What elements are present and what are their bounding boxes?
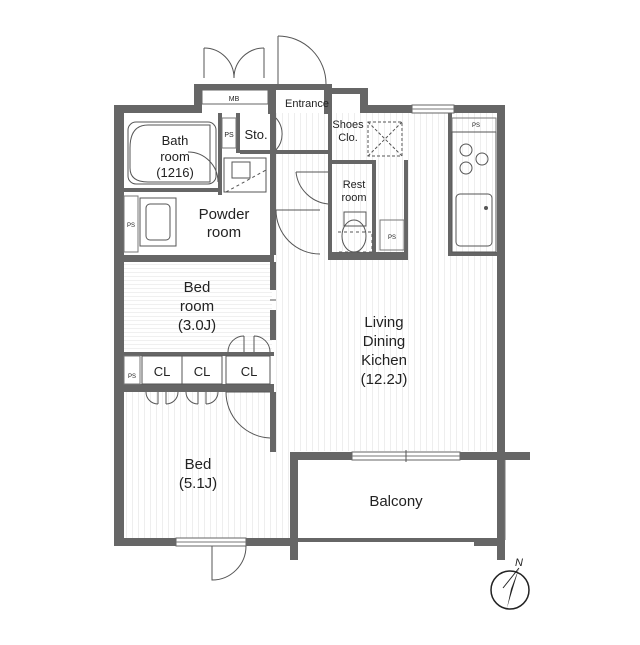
- storage-door: [275, 117, 283, 151]
- label-bed1: Bed: [184, 279, 211, 296]
- bedroom-1-floor: [124, 262, 272, 352]
- closets: [123, 355, 271, 405]
- label-closet-1: CL: [154, 364, 171, 379]
- label-closet-2: CL: [194, 364, 211, 379]
- label-ps-powder: PS: [127, 223, 135, 229]
- meter-box: [201, 89, 269, 105]
- label-ps-rest: PS: [388, 235, 396, 241]
- label-storage: Sto.: [244, 127, 267, 142]
- label-ldk-size: (12.2J): [361, 371, 408, 388]
- label-ps-closet: PS: [128, 374, 136, 380]
- label-bed1-room: room: [180, 298, 214, 315]
- label-ps-kitchen: PS: [472, 123, 480, 129]
- north-arrow-icon: N: [490, 557, 530, 610]
- label-dining: Dining: [363, 333, 406, 350]
- shoes-box: [367, 121, 403, 157]
- bedroom2-window-door: [211, 545, 247, 581]
- label-balcony: Balcony: [369, 493, 423, 510]
- label-rest: Rest: [343, 179, 366, 191]
- label-bath-size: (1216): [156, 165, 194, 180]
- bedroom2-door: [225, 391, 271, 439]
- washbasin: [139, 197, 177, 247]
- label-closet-3: CL: [241, 364, 258, 379]
- interior-walls: [124, 90, 497, 452]
- label-ps-bath: PS: [224, 132, 234, 139]
- label-bed1-size: (3.0J): [178, 317, 216, 334]
- kitchen-counter: [451, 117, 497, 253]
- bedroom1-closet-doors: [227, 335, 271, 353]
- label-entrance: Entrance: [285, 98, 329, 110]
- label-mb: MB: [229, 96, 240, 103]
- ps-bath: [221, 117, 237, 149]
- entrance-doors: [201, 35, 327, 105]
- label-kitchen: Kichen: [361, 352, 407, 369]
- toilet: [338, 211, 373, 253]
- label-rest-room: room: [341, 192, 366, 204]
- label-bath: Bath: [162, 133, 189, 148]
- label-north: N: [515, 557, 523, 569]
- powder-door: [275, 209, 321, 255]
- ldk-floor: [276, 113, 498, 451]
- label-shoes: Shoes: [332, 119, 364, 131]
- bedroom-2-floor: [124, 392, 290, 538]
- label-bath-room: room: [160, 149, 190, 164]
- washing-machine: [223, 157, 267, 193]
- label-powder-room: room: [207, 224, 241, 241]
- label-living: Living: [364, 314, 403, 331]
- label-bed2-size: (5.1J): [179, 475, 217, 492]
- label-shoes-clo: Clo.: [338, 132, 358, 144]
- ps-restroom: [379, 219, 405, 251]
- windows: [175, 104, 461, 547]
- label-powder: Powder: [199, 206, 250, 223]
- bathtub: [127, 121, 219, 185]
- ps-powder: [123, 195, 139, 253]
- label-bed2: Bed: [185, 456, 212, 473]
